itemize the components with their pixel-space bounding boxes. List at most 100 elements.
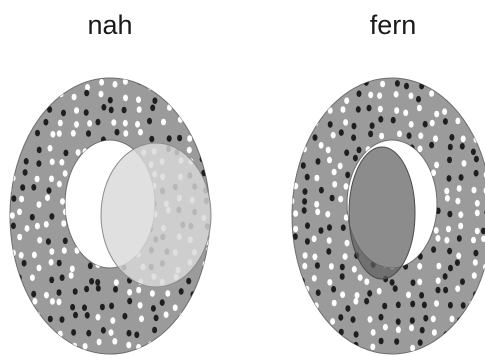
particle-dot [121,144,126,151]
particle-dot [434,111,439,118]
particle-dot [312,236,317,243]
particle-dot [344,183,349,190]
particle-dot [328,121,333,128]
particle-dot [313,120,318,127]
particle-dot [177,135,182,142]
particle-dot [138,302,143,309]
particle-dot [449,134,454,141]
particle-dot [422,162,427,169]
particle-dot [199,327,204,334]
particle-dot [152,327,157,334]
particle-dot [345,172,350,179]
particle-dot [31,184,36,191]
particle-dot [59,159,64,166]
particle-dot [88,263,93,270]
particle-dot [9,80,14,87]
particle-dot [61,220,66,227]
particle-dot [446,95,451,102]
particle-dot [191,96,196,103]
particle-dot [47,83,52,90]
particle-dot [442,108,447,115]
particle-dot [11,144,16,151]
particle-dot [137,106,142,113]
particle-dot [164,311,169,318]
particle-dot [57,299,62,306]
particle-dot [60,342,65,349]
particle-dot [351,316,356,323]
particle-dot [315,262,320,269]
particle-dot [312,253,317,260]
particle-dot [83,148,88,155]
particle-dot [166,342,171,349]
particle-dot [122,107,127,114]
particle-dot [404,83,409,90]
particle-dot [205,276,210,283]
particle-dot [338,196,343,203]
particle-dot [23,169,28,176]
particle-dot [352,123,357,130]
particle-dot [63,170,68,177]
particle-dot [430,120,435,127]
particle-dot [313,134,318,141]
particle-dot [332,300,337,307]
particle-dot [202,120,207,127]
particle-dot [35,312,40,319]
particle-dot [186,278,191,285]
particle-dot [436,287,441,294]
particle-dot [187,318,192,325]
particle-dot [86,195,91,202]
particle-dot [22,260,27,267]
particle-dot [474,156,479,163]
particle-dot [293,293,298,300]
particle-dot [179,288,184,295]
particle-dot [151,305,156,312]
particle-dot [475,200,480,207]
particle-dot [30,118,35,125]
particle-dot [455,326,460,333]
particle-dot [417,207,422,214]
particle-dot [200,156,205,163]
particle-dot [11,195,16,202]
particle-dot [393,285,398,292]
particle-dot [189,327,194,334]
particle-dot [302,198,307,205]
particle-dot [165,91,170,98]
particle-dot [187,135,192,142]
particle-dot [122,313,127,320]
particle-dot [304,95,309,102]
particle-dot [37,328,42,335]
particle-dot [293,97,298,104]
particle-dot [287,250,292,257]
particle-dot [98,183,103,190]
particle-dot [30,274,35,281]
particle-dot [343,119,348,126]
particle-dot [44,221,49,228]
particle-dot [73,174,78,181]
particle-dot [316,289,321,296]
particle-dot [328,344,333,351]
particle-dot [345,305,350,312]
particle-dot [98,233,103,240]
particle-dot [35,130,40,137]
particle-dot [74,201,79,208]
particle-dot [87,120,92,127]
particle-dot [71,329,76,336]
particle-dot [8,158,13,165]
particle-dot [70,266,75,273]
particle-dot [114,145,119,152]
particle-dot [75,247,80,254]
particle-dot [22,121,27,128]
particle-dot [314,175,319,182]
particle-dot [344,97,349,104]
particle-dot [37,147,42,154]
particle-dot [368,316,373,323]
particle-dot [179,313,184,320]
particle-dot [470,104,475,111]
particle-dot [22,97,27,104]
particle-dot [312,84,317,91]
particle-dot [293,210,298,217]
particle-dot [49,259,54,266]
particle-dot [177,96,182,103]
particle-dot [178,116,183,123]
